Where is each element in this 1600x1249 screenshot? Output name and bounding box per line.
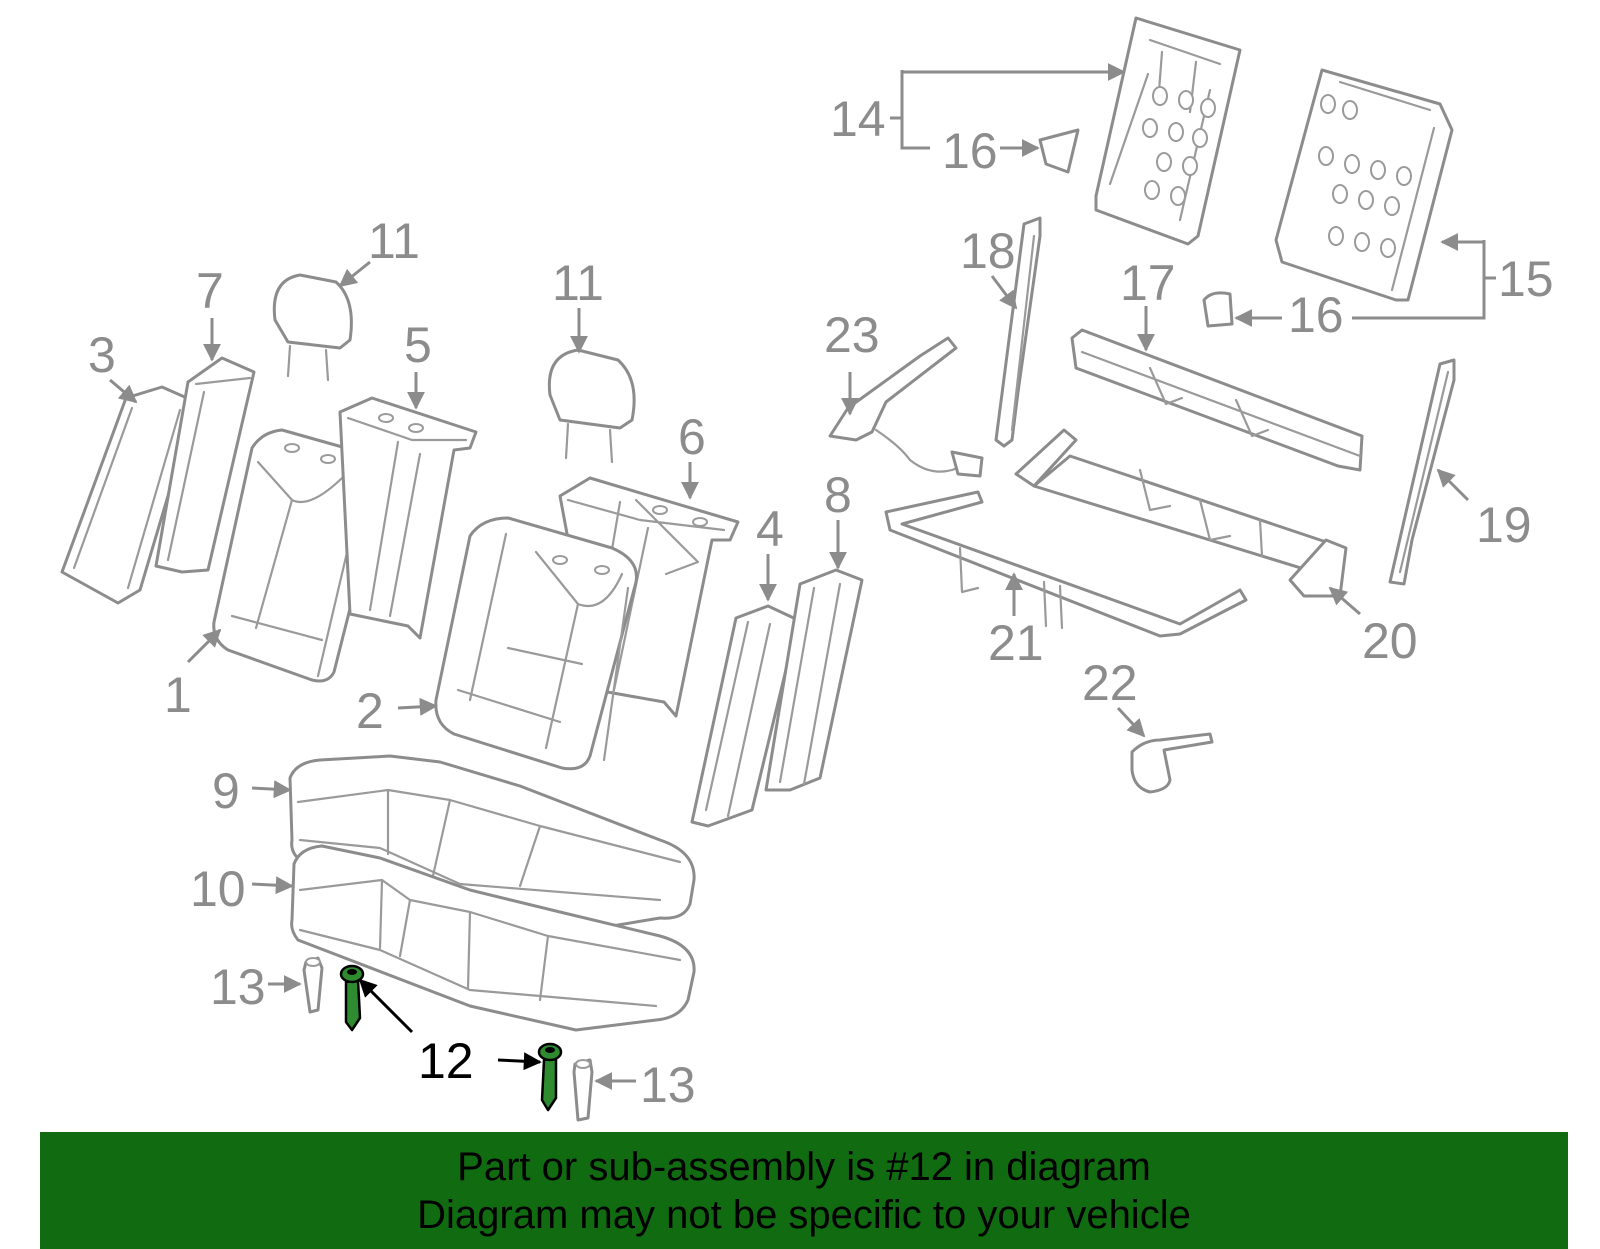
part-5-rear-panel-left	[338, 396, 478, 640]
leader-12-right	[497, 1052, 542, 1071]
callout-6: 6	[678, 409, 706, 465]
callout-1: 1	[164, 667, 192, 723]
part-15-seatback-frame	[1274, 68, 1454, 302]
leader-20	[1328, 586, 1361, 616]
callout-11-right: 11	[552, 255, 604, 311]
leader-15-bracket	[1352, 240, 1486, 320]
part-19-side-bracket	[1388, 358, 1456, 586]
part-11-headrest-right	[547, 348, 636, 464]
part-9-seat-cushion-cover	[288, 754, 696, 934]
callout-9: 9	[212, 763, 240, 819]
callout-11-left: 11	[368, 213, 420, 269]
callout-labels: 3 7 11 5 11 6 1 2 4 8 9 10 13 13 12 14 1…	[88, 91, 1554, 1113]
callout-22: 22	[1082, 655, 1138, 711]
leader-19	[1436, 468, 1470, 502]
leader-9	[251, 780, 292, 799]
callout-16-upper: 16	[942, 123, 998, 179]
leader-18	[990, 275, 1018, 310]
callout-10: 10	[190, 861, 246, 917]
part-20-seat-frame	[1014, 428, 1348, 598]
callout-12: 12	[418, 1033, 474, 1089]
leader-3	[109, 378, 138, 404]
part-11-headrest-left	[272, 273, 353, 382]
callout-23: 23	[824, 307, 880, 363]
callout-15: 15	[1498, 251, 1554, 307]
banner-line-part: Part or sub-assembly is #12 in diagram	[457, 1144, 1151, 1189]
part-16-clip-upper	[1038, 128, 1080, 174]
part-12-bolt-right	[537, 1042, 563, 1112]
part-10-seat-cushion	[290, 844, 696, 1032]
part-8-side-trim-right	[764, 568, 864, 792]
part-18-side-bracket	[994, 216, 1042, 448]
part-16-clip-lower	[1202, 291, 1234, 328]
part-22-cover	[1130, 732, 1214, 794]
callout-13-left: 13	[210, 959, 266, 1015]
part-23-latch-cable	[828, 336, 984, 478]
callout-13-right: 13	[640, 1057, 696, 1113]
callout-16-lower: 16	[1288, 287, 1344, 343]
callout-20: 20	[1362, 613, 1418, 669]
callout-17: 17	[1120, 255, 1176, 311]
leader-lines	[109, 63, 1496, 1090]
callout-4: 4	[756, 501, 784, 557]
callout-21: 21	[988, 615, 1044, 671]
callout-14: 14	[830, 91, 886, 147]
callout-7: 7	[196, 263, 224, 319]
part-2-seat-back-right	[434, 516, 638, 771]
callout-8: 8	[824, 467, 852, 523]
part-12-bolt-left	[339, 964, 365, 1032]
callout-18: 18	[960, 223, 1016, 279]
part-21-rail	[884, 490, 1248, 638]
callout-3: 3	[88, 327, 116, 383]
callout-19: 19	[1476, 497, 1532, 553]
banner-line-disclaimer: Diagram may not be specific to your vehi…	[417, 1192, 1191, 1237]
callout-5: 5	[404, 317, 432, 373]
info-banner: Part or sub-assembly is #12 in diagram D…	[40, 1132, 1568, 1249]
leader-1	[186, 628, 222, 664]
part-17-crossmember	[1070, 328, 1364, 472]
part-14-seatback-frame	[1094, 16, 1242, 246]
callout-2: 2	[356, 683, 384, 739]
leader-22	[1116, 706, 1146, 738]
leader-12-left	[358, 978, 414, 1034]
part-13-pin-left	[302, 956, 324, 1014]
part-7-side-trim	[154, 356, 256, 574]
leader-11-left	[338, 260, 371, 288]
leader-10	[251, 876, 294, 895]
part-13-pin-right	[572, 1058, 594, 1122]
leader-2	[397, 697, 438, 716]
leader-14-bracket	[900, 70, 930, 150]
